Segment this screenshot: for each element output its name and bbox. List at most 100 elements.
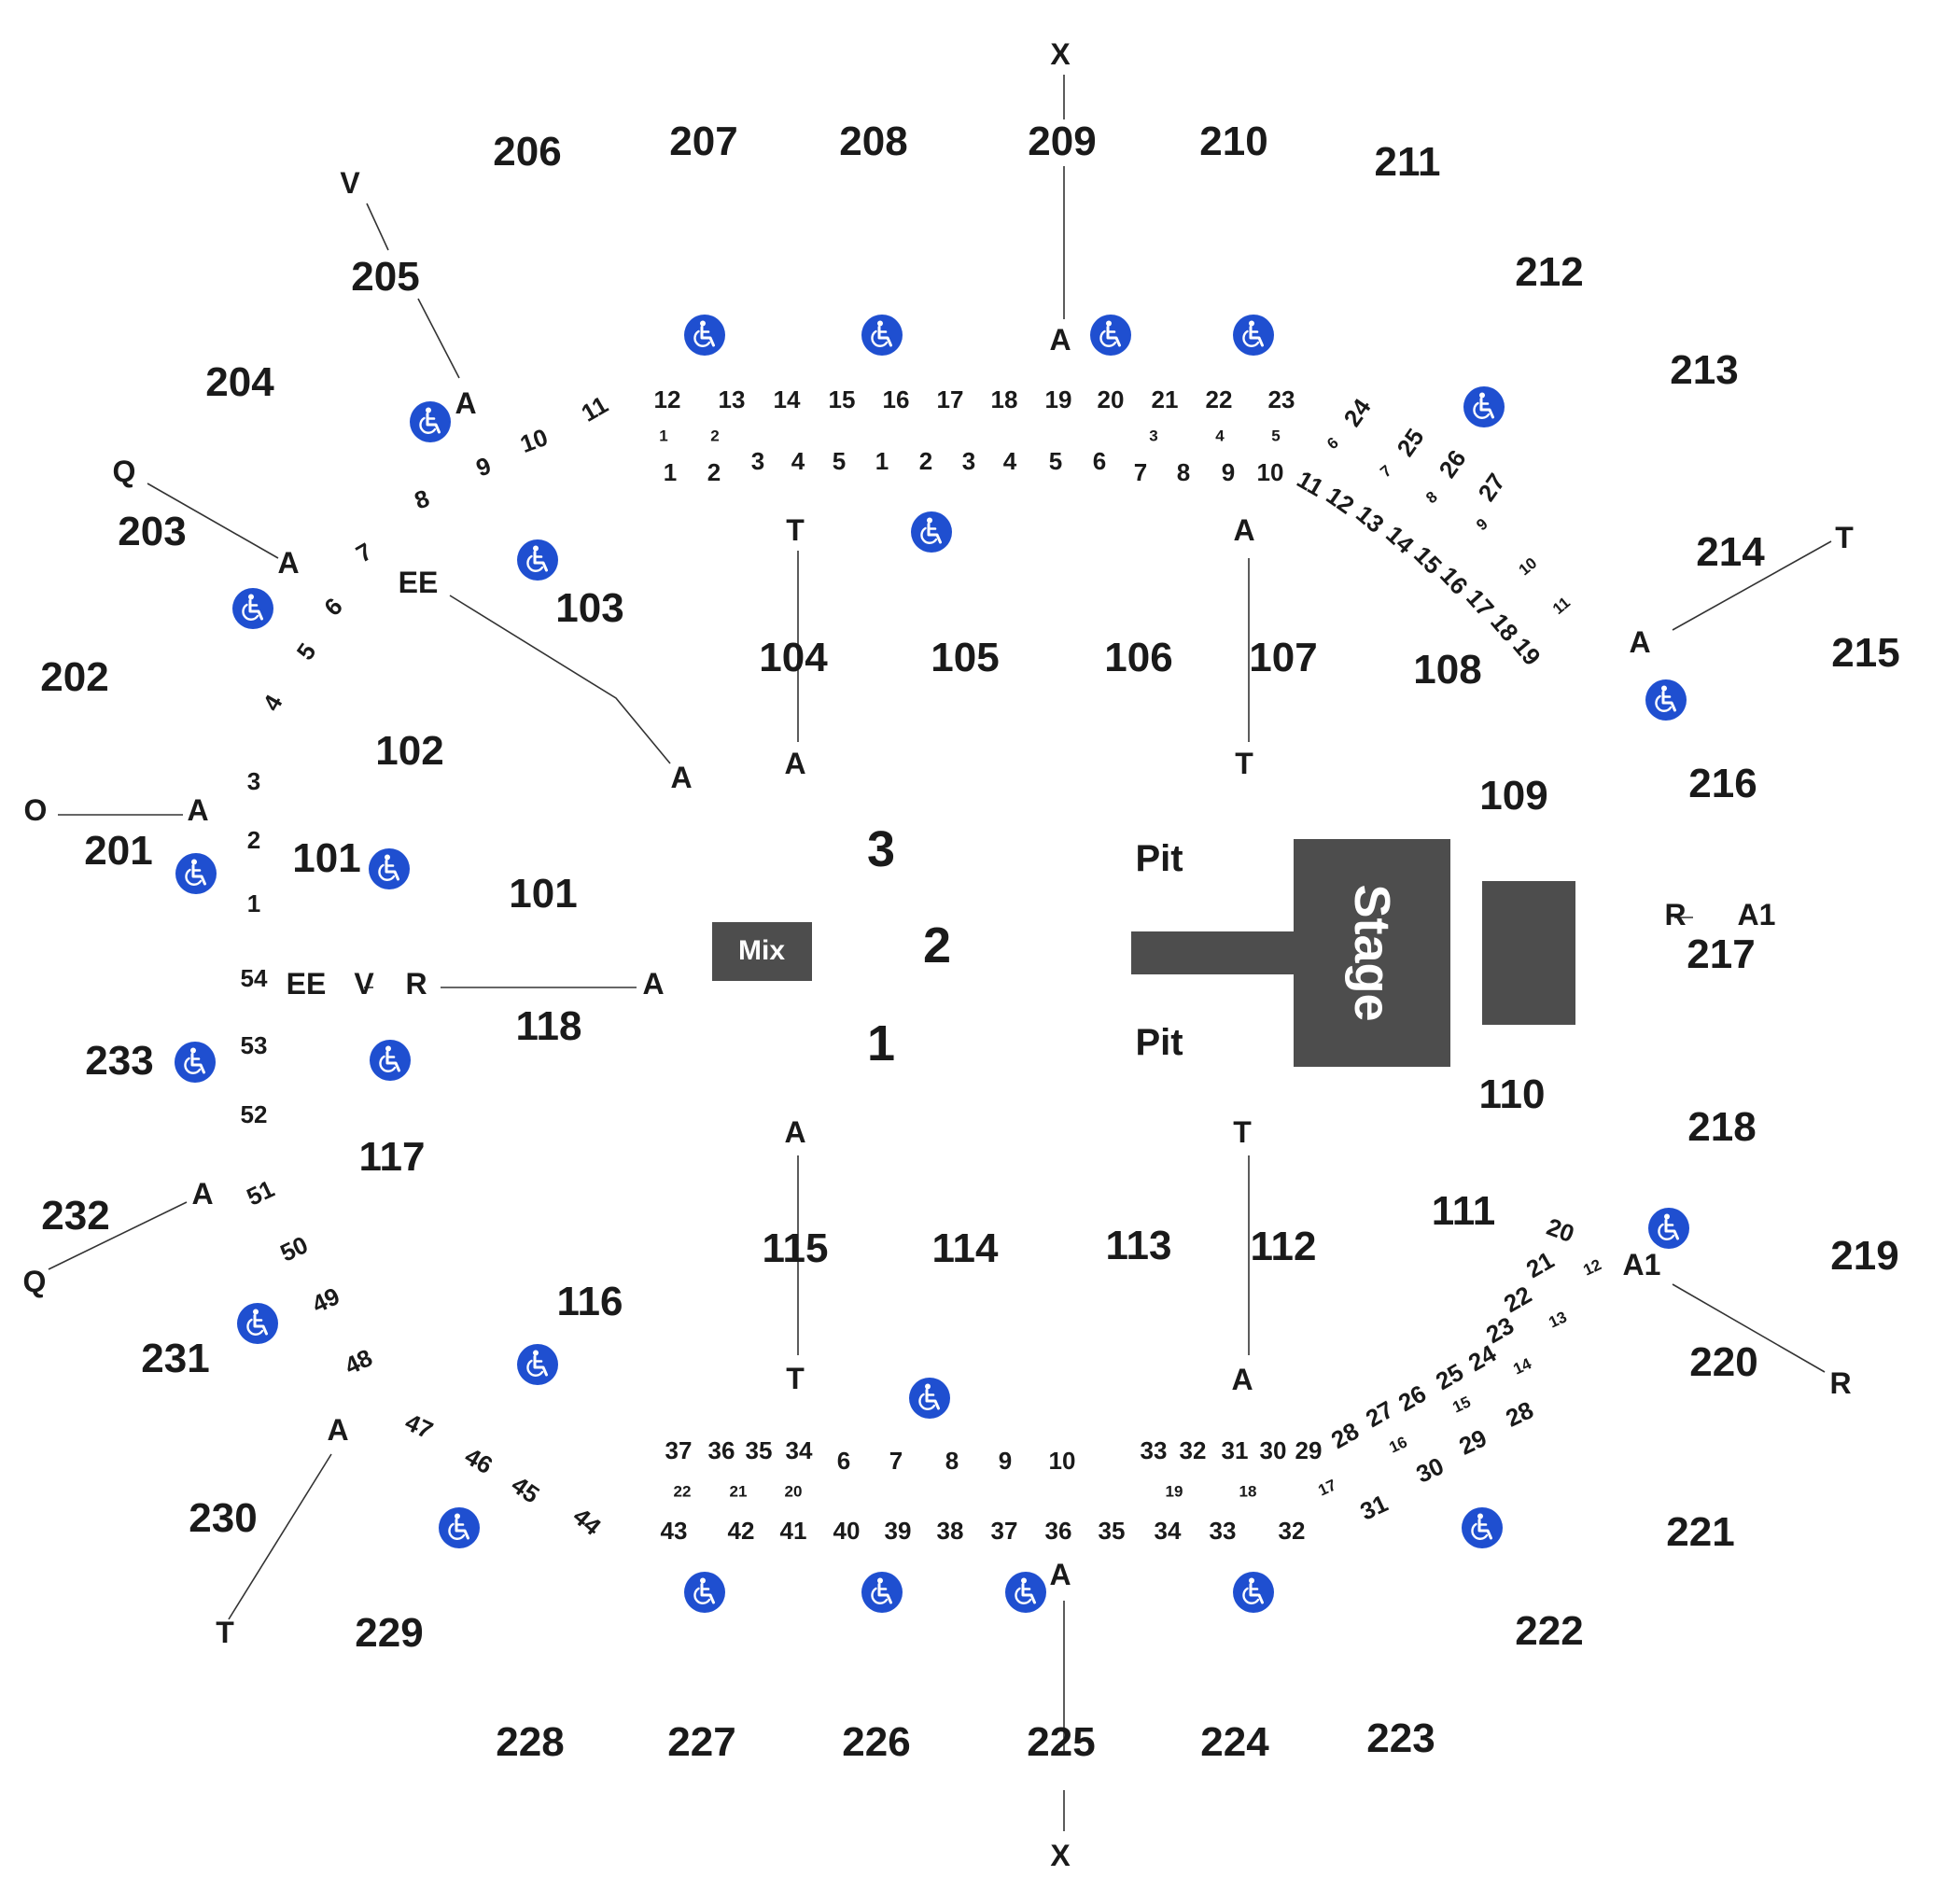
aisle-number-top-small: 5: [1271, 427, 1281, 445]
aisle-number-top: 4: [791, 447, 805, 475]
aisle-number-top-outer: 21: [1151, 385, 1179, 413]
floor-section-2: 2: [922, 917, 952, 973]
aisle-number-bottom: 10: [1048, 1447, 1076, 1475]
row-label-a: A: [277, 546, 300, 580]
aisle-number-bottom-outer: 35: [1098, 1517, 1126, 1545]
wheelchair-icon: [1463, 386, 1505, 427]
aisle-number-bottom-outer: 33: [1209, 1517, 1237, 1545]
aisle-number-top: 2: [918, 447, 933, 475]
row-label-t: T: [786, 1362, 805, 1395]
stage: Stage: [1294, 839, 1450, 1067]
aisle-number-top: 4: [1002, 447, 1017, 475]
aisle-number-bottom: 33: [1140, 1436, 1168, 1464]
section-211: 211: [1374, 139, 1441, 185]
aisle-number-top-small: 2: [710, 427, 720, 445]
row-label-v: V: [340, 166, 360, 200]
wheelchair-icon: [861, 1572, 903, 1613]
section-110: 110: [1478, 1071, 1546, 1117]
section-208: 208: [839, 119, 908, 164]
row-label-a: A: [642, 967, 665, 1001]
section-214: 214: [1696, 529, 1765, 575]
section-112: 112: [1250, 1224, 1317, 1269]
row-label-a: A: [1231, 1363, 1253, 1396]
section-102: 102: [375, 728, 444, 774]
aisle-number-left: 2: [246, 826, 261, 854]
section-232: 232: [41, 1193, 110, 1239]
aisle-number-left: 53: [240, 1031, 268, 1059]
wheelchair-icon: [1233, 315, 1274, 356]
wheelchair-icon: [369, 848, 410, 889]
row-label-x: X: [1050, 37, 1071, 71]
aisle-number-bottom-small: 22: [673, 1482, 692, 1501]
aisle-number-top-outer: 23: [1267, 385, 1295, 413]
stage-runway: [1131, 931, 1295, 974]
section-227: 227: [667, 1719, 736, 1765]
section-107: 107: [1249, 635, 1318, 680]
aisle-number-bottom: 8: [945, 1447, 959, 1475]
mix-position: Mix: [712, 922, 812, 981]
wheelchair-icon: [1645, 679, 1687, 721]
section-228: 228: [496, 1719, 565, 1765]
wheelchair-icon: [175, 853, 217, 894]
section-105: 105: [931, 635, 1000, 680]
section-219: 219: [1830, 1233, 1899, 1279]
row-label-a1: A1: [1737, 898, 1776, 931]
row-label-a: A: [1049, 323, 1071, 357]
aisle-number-top: 8: [1176, 458, 1191, 486]
wheelchair-icon: [517, 539, 558, 581]
section-118: 118: [515, 1003, 582, 1049]
row-label-t: T: [1235, 747, 1253, 780]
section-104: 104: [759, 635, 828, 680]
wheelchair-icon: [237, 1303, 278, 1344]
aisle-number-top: 6: [1092, 447, 1107, 475]
aisle-number-bottom: 30: [1259, 1436, 1287, 1464]
aisle-number-bottom: 37: [665, 1436, 693, 1464]
section-103: 103: [555, 585, 624, 631]
row-label-a: A: [1629, 625, 1651, 659]
row-label-ee: EE: [286, 967, 327, 1001]
row-label-t: T: [1233, 1115, 1252, 1149]
aisle-number-bottom: 32: [1179, 1436, 1207, 1464]
aisle-number-top: 1: [663, 458, 678, 486]
row-label-a: A: [187, 793, 209, 827]
mix-label: Mix: [737, 935, 786, 966]
wheelchair-icon: [1233, 1572, 1274, 1613]
aisle-number-bottom: 34: [785, 1436, 813, 1464]
wheelchair-icon: [517, 1344, 558, 1385]
section-223: 223: [1366, 1715, 1435, 1761]
section-203: 203: [118, 509, 187, 554]
aisle-number-bottom-outer: 41: [779, 1517, 807, 1545]
section-206: 206: [493, 129, 562, 175]
aisle-number-bottom-outer: 39: [884, 1517, 912, 1545]
aisle-number-bottom-outer: 34: [1154, 1517, 1182, 1545]
wheelchair-icon: [232, 588, 273, 629]
stage-rear-block: [1482, 881, 1575, 1025]
section-216: 216: [1688, 761, 1757, 806]
aisle-number-top-small: 1: [659, 427, 668, 445]
aisle-number-top-outer: 15: [828, 385, 856, 413]
section-218: 218: [1687, 1104, 1757, 1150]
wheelchair-icon: [684, 1572, 725, 1613]
section-113: 113: [1105, 1223, 1172, 1268]
row-label-ee: EE: [398, 566, 439, 599]
aisle-number-bottom: 31: [1221, 1436, 1249, 1464]
aisle-number-top: 5: [832, 447, 847, 475]
aisle-number-top-outer: 13: [718, 385, 746, 413]
aisle-number-left: 1: [246, 889, 261, 917]
aisle-number-bottom: 7: [889, 1447, 903, 1475]
section-233: 233: [85, 1038, 154, 1084]
wheelchair-icon: [909, 1378, 950, 1419]
section-111: 111: [1431, 1188, 1496, 1234]
aisle-number-top-small: 3: [1149, 427, 1158, 445]
section-217: 217: [1687, 931, 1756, 977]
aisle-number-left: 52: [240, 1100, 268, 1128]
section-106: 106: [1104, 635, 1173, 680]
section-226: 226: [842, 1719, 911, 1765]
stage-label: Stage: [1344, 884, 1400, 1022]
aisle-number-top-outer: 17: [936, 385, 964, 413]
aisle-number-top-outer: 19: [1044, 385, 1072, 413]
row-label-x: X: [1050, 1839, 1071, 1872]
aisle-number-top-outer: 16: [882, 385, 910, 413]
